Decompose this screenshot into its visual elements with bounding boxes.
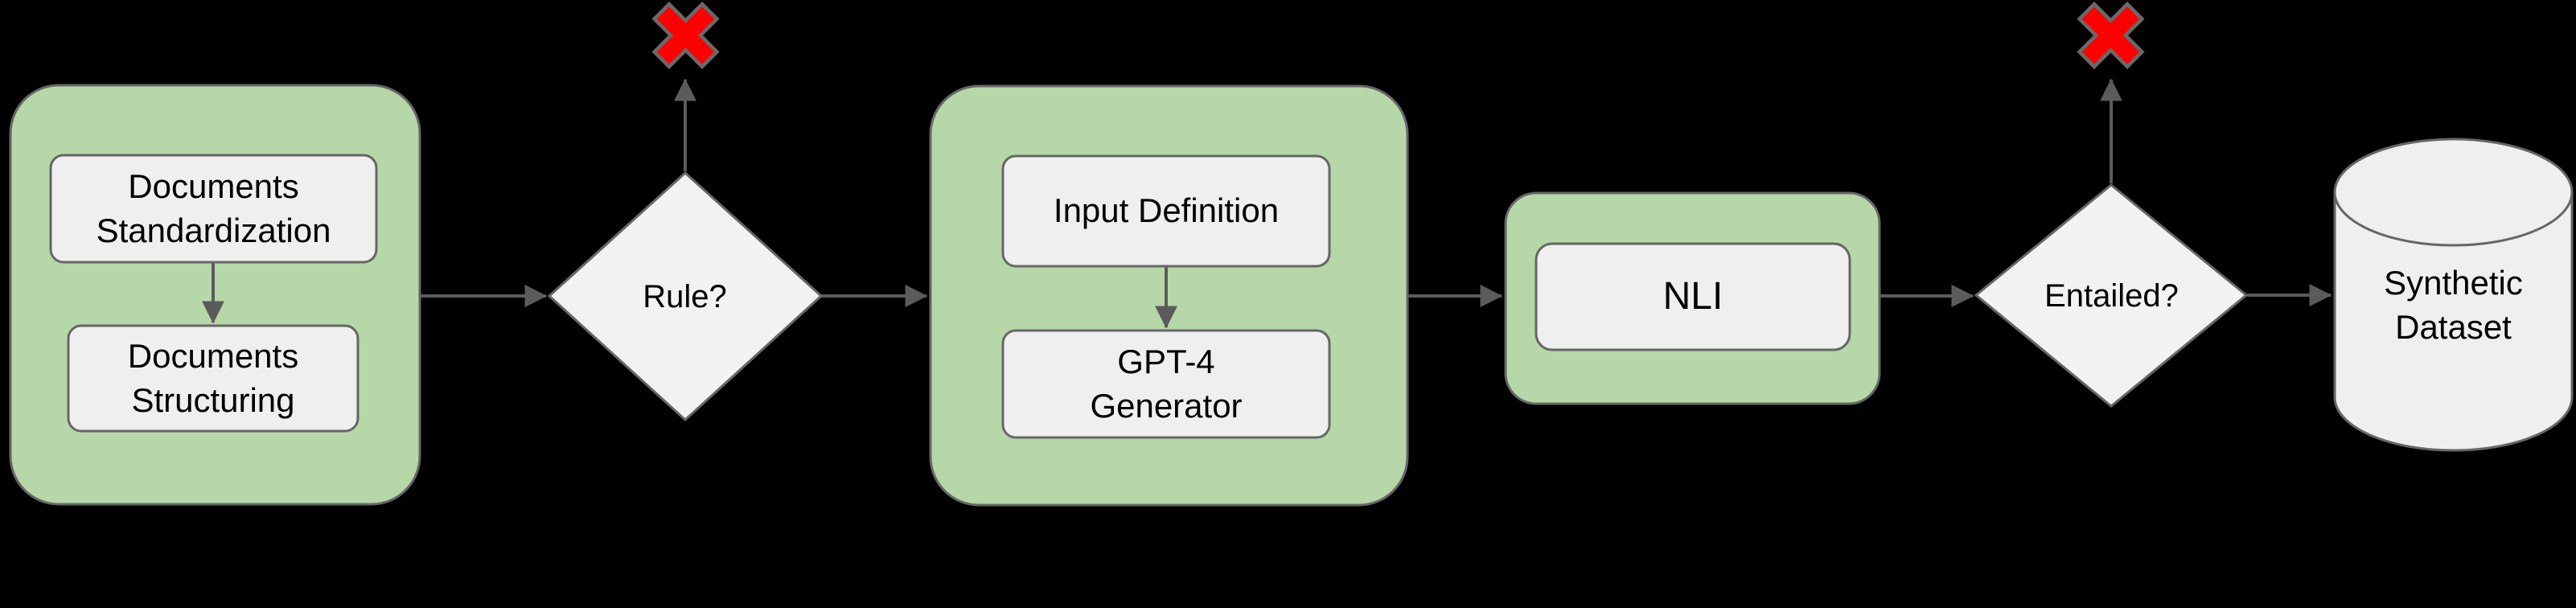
synthetic-dataset-store <box>2333 138 2574 452</box>
entailed-decision-diamond <box>1974 183 2249 408</box>
gpt4-generator-box <box>1001 329 1331 439</box>
gpt4-generator-label: GPT-4 Generator <box>1090 342 1243 425</box>
entailed-decision-label: Entailed? <box>2044 277 2179 314</box>
document-processing-group <box>9 84 421 506</box>
documents-structuring-box <box>67 324 359 433</box>
input-definition-box <box>1001 154 1331 268</box>
generation-group <box>929 84 1409 507</box>
rule-decision-label: Rule? <box>643 278 727 314</box>
documents-structuring-label: Documents Structuring <box>127 336 299 419</box>
cylinder-body <box>2333 138 2574 452</box>
documents-standardization-label: Documents Standardization <box>96 166 331 249</box>
documents-standardization-box <box>49 154 378 264</box>
rule-decision-diamond <box>547 170 824 422</box>
synthetic-dataset-label: Synthetic Dataset <box>2384 264 2523 346</box>
nli-label: NLI <box>1662 274 1723 318</box>
cylinder-top-curve <box>2333 191 2574 247</box>
reject-x-icon <box>2077 1 2145 70</box>
reject-x-icon <box>651 1 720 70</box>
input-definition-label: Input Definition <box>1053 191 1280 230</box>
nli-box <box>1535 242 1851 351</box>
